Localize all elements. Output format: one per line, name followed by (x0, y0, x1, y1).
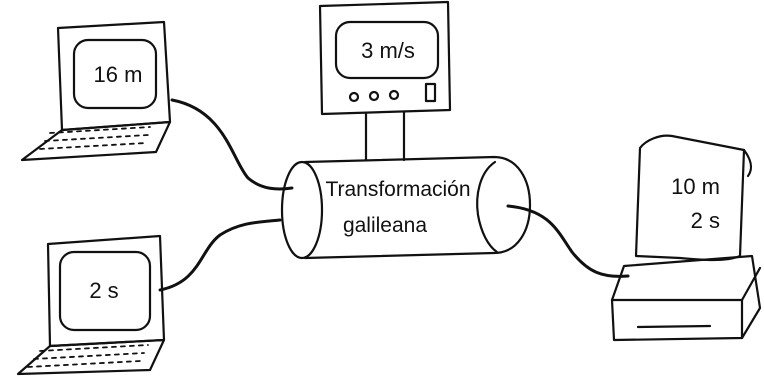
galilean-transformation-cylinder (280, 155, 532, 260)
printer (610, 134, 762, 342)
cable-laptop-top (170, 98, 294, 191)
velocity-reading: 3 m/s (361, 38, 415, 63)
laptop-top (20, 20, 172, 162)
laptop-bottom (16, 234, 166, 376)
time-reading-laptop: 2 s (89, 278, 118, 303)
cable-printer (506, 204, 630, 278)
printer-distance-output: 10 m (671, 174, 720, 199)
cable-laptop-bottom (158, 218, 282, 292)
velocity-monitor (318, 0, 452, 162)
printer-time-output: 2 s (691, 208, 720, 233)
distance-reading-laptop: 16 m (94, 62, 143, 87)
cylinder-label-line1: Transformación (325, 178, 470, 201)
cylinder-label-line2: galileana (343, 214, 427, 237)
